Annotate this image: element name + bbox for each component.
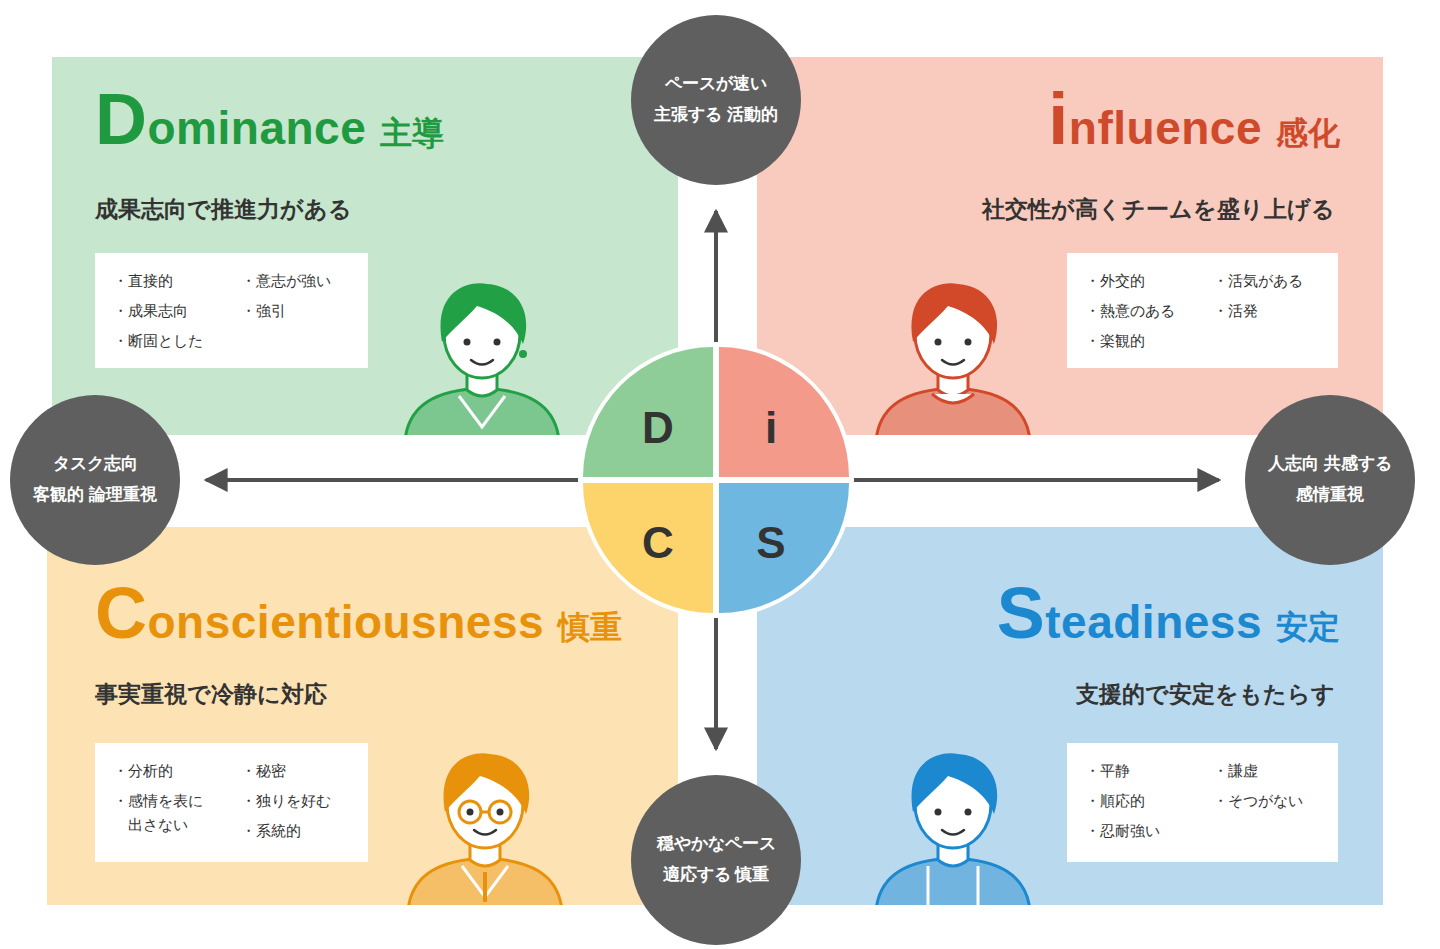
circle-shape (1245, 395, 1415, 565)
quadrant-fill (583, 347, 713, 477)
style-name: Dominance (95, 83, 366, 155)
disc-quadrant: S (719, 483, 849, 613)
trait-item: ・活発 (1213, 299, 1303, 323)
trait-item: ・独りを好む (241, 789, 331, 813)
trait-item: ・楽観的 (1085, 329, 1207, 353)
quadrant-letter: S (746, 518, 796, 568)
circle-fill (10, 395, 180, 565)
axis-label: ペースが速い 主張する 活動的 (646, 69, 786, 130)
trait-item: ・系統的 (241, 819, 331, 843)
circle-fill (631, 775, 801, 945)
trait-item: ・強引 (241, 299, 331, 323)
style-name-ja: 感化 (1276, 117, 1340, 149)
circle-fill (631, 15, 801, 185)
circle-shape (631, 15, 801, 185)
trait-item: ・熱意のある (1085, 299, 1207, 323)
style-subtitle: 事実重視で冷静に対応 (95, 680, 327, 710)
list-column: ・謙虚・そつがない (1213, 759, 1303, 848)
list-column: ・意志が強い・強引 (241, 269, 331, 354)
style-panel: ・直接的・成果志向・断固とした・意志が強い・強引Dominance主導成果志向で… (52, 57, 678, 435)
heading-row: Dominance 主導 (95, 83, 444, 155)
style-name: Conscientiousness (95, 577, 544, 649)
style-name-ja: 安定 (1276, 611, 1340, 643)
trait-item: ・直接的 (113, 269, 235, 293)
list-column: ・活気がある・活発 (1213, 269, 1303, 354)
style-subtitle: 社交性が高くチームを盛り上げる (982, 195, 1335, 225)
trait-item: ・意志が強い (241, 269, 331, 293)
subtitle-wrap: 成果志向で推進力がある (95, 195, 352, 225)
axis-circle: 人志向 共感する 感情重視 (1245, 395, 1415, 565)
trait-item: ・断固とした (113, 329, 235, 353)
trait-item: ・活気がある (1213, 269, 1303, 293)
trait-list-box: ・外交的・熱意のある・楽観的・活気がある・活発 (1067, 253, 1338, 368)
list-column: ・分析的・感情を表に 出さない (113, 759, 235, 848)
trait-item: ・忍耐強い (1085, 819, 1207, 843)
heading-row: Conscientiousness 慎重 (95, 577, 622, 649)
quadrant-shape (719, 347, 849, 477)
person-illustration (400, 732, 570, 905)
axis-label: 穏やかなペース 適応する 慎重 (646, 829, 786, 890)
trait-item: ・順応的 (1085, 789, 1207, 813)
subtitle-wrap: 事実重視で冷静に対応 (95, 680, 327, 710)
trait-item: ・秘密 (241, 759, 331, 783)
person-illustration (868, 732, 1038, 905)
disc-quadrant: i (719, 347, 849, 477)
circle-fill (1245, 395, 1415, 565)
trait-item: ・そつがない (1213, 789, 1303, 813)
disc-ring (578, 342, 716, 480)
style-panel: ・分析的・感情を表に 出さない・秘密・独りを好む・系統的 Conscientiou… (47, 527, 678, 905)
style-panel: ・外交的・熱意のある・楽観的・活気がある・活発influence感化社交性が高く… (757, 57, 1383, 435)
disc-ring (716, 342, 854, 480)
list-column: ・平静・順応的・忍耐強い (1085, 759, 1207, 848)
style-name: influence (1048, 83, 1262, 155)
person-illustration (397, 262, 567, 435)
trait-item: ・成果志向 (113, 299, 235, 323)
person-illustration (868, 262, 1038, 435)
quadrant-fill (719, 347, 849, 477)
circle-shape (10, 395, 180, 565)
axis-label: タスク志向 客観的 論理重視 (25, 449, 165, 510)
style-panel: ・平静・順応的・忍耐強い・謙虚・そつがないSteadiness安定支援的で安定を… (757, 527, 1383, 905)
axis-circle: 穏やかなペース 適応する 慎重 (631, 775, 801, 945)
style-name-ja: 主導 (380, 117, 444, 149)
trait-item: ・外交的 (1085, 269, 1207, 293)
trait-item: ・分析的 (113, 759, 235, 783)
axis-circle: タスク志向 客観的 論理重視 (10, 395, 180, 565)
trait-item: ・感情を表に 出さない (113, 789, 235, 837)
subtitle-wrap: 支援的で安定をもたらす (1076, 680, 1335, 710)
style-subtitle: 支援的で安定をもたらす (1076, 680, 1335, 710)
style-name-ja: 慎重 (558, 611, 622, 643)
heading-row: Steadiness 安定 (997, 577, 1340, 649)
quadrant-letter: i (746, 403, 796, 453)
axis-circle: ペースが速い 主張する 活動的 (631, 15, 801, 185)
list-column: ・直接的・成果志向・断固とした (113, 269, 235, 354)
circle-shape (631, 775, 801, 945)
disc-quadrant: D (583, 347, 713, 477)
list-column: ・外交的・熱意のある・楽観的 (1085, 269, 1207, 354)
trait-item: ・謙虚 (1213, 759, 1303, 783)
trait-item: ・平静 (1085, 759, 1207, 783)
list-column: ・秘密・独りを好む・系統的 (241, 759, 331, 848)
trait-list-box: ・分析的・感情を表に 出さない・秘密・独りを好む・系統的 (95, 743, 368, 862)
heading-row: influence 感化 (1048, 83, 1340, 155)
trait-list-box: ・平静・順応的・忍耐強い・謙虚・そつがない (1067, 743, 1338, 862)
quadrant-letter: D (633, 403, 683, 453)
style-subtitle: 成果志向で推進力がある (95, 195, 352, 225)
trait-list-box: ・直接的・成果志向・断固とした・意志が強い・強引 (95, 253, 368, 368)
style-name: Steadiness (997, 577, 1262, 649)
disc-quadrant: C (583, 483, 713, 613)
quadrant-letter: C (633, 518, 683, 568)
subtitle-wrap: 社交性が高くチームを盛り上げる (982, 195, 1335, 225)
axis-label: 人志向 共感する 感情重視 (1260, 449, 1400, 510)
